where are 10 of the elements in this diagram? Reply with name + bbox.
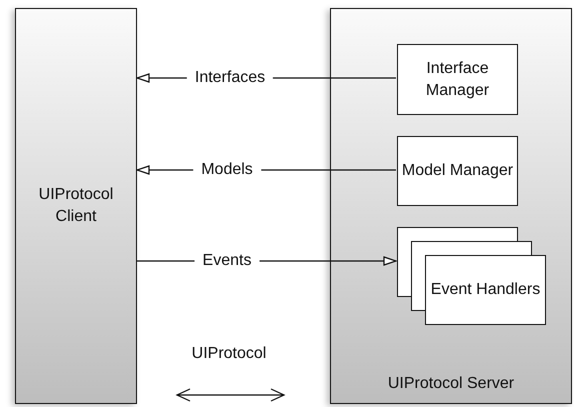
manager-box bbox=[397, 136, 518, 206]
node-label: Event Handlers bbox=[430, 280, 540, 300]
node-label: UIProtocol Server bbox=[388, 374, 514, 394]
node-label: Interface Manager bbox=[424, 58, 490, 100]
node-label: Model Manager bbox=[402, 161, 514, 181]
component-box bbox=[330, 8, 572, 404]
protocol-label: UIProtocol bbox=[192, 345, 266, 363]
node-label: UIProtocol Client bbox=[38, 185, 114, 227]
component-box bbox=[15, 8, 137, 404]
manager-box bbox=[397, 44, 518, 115]
